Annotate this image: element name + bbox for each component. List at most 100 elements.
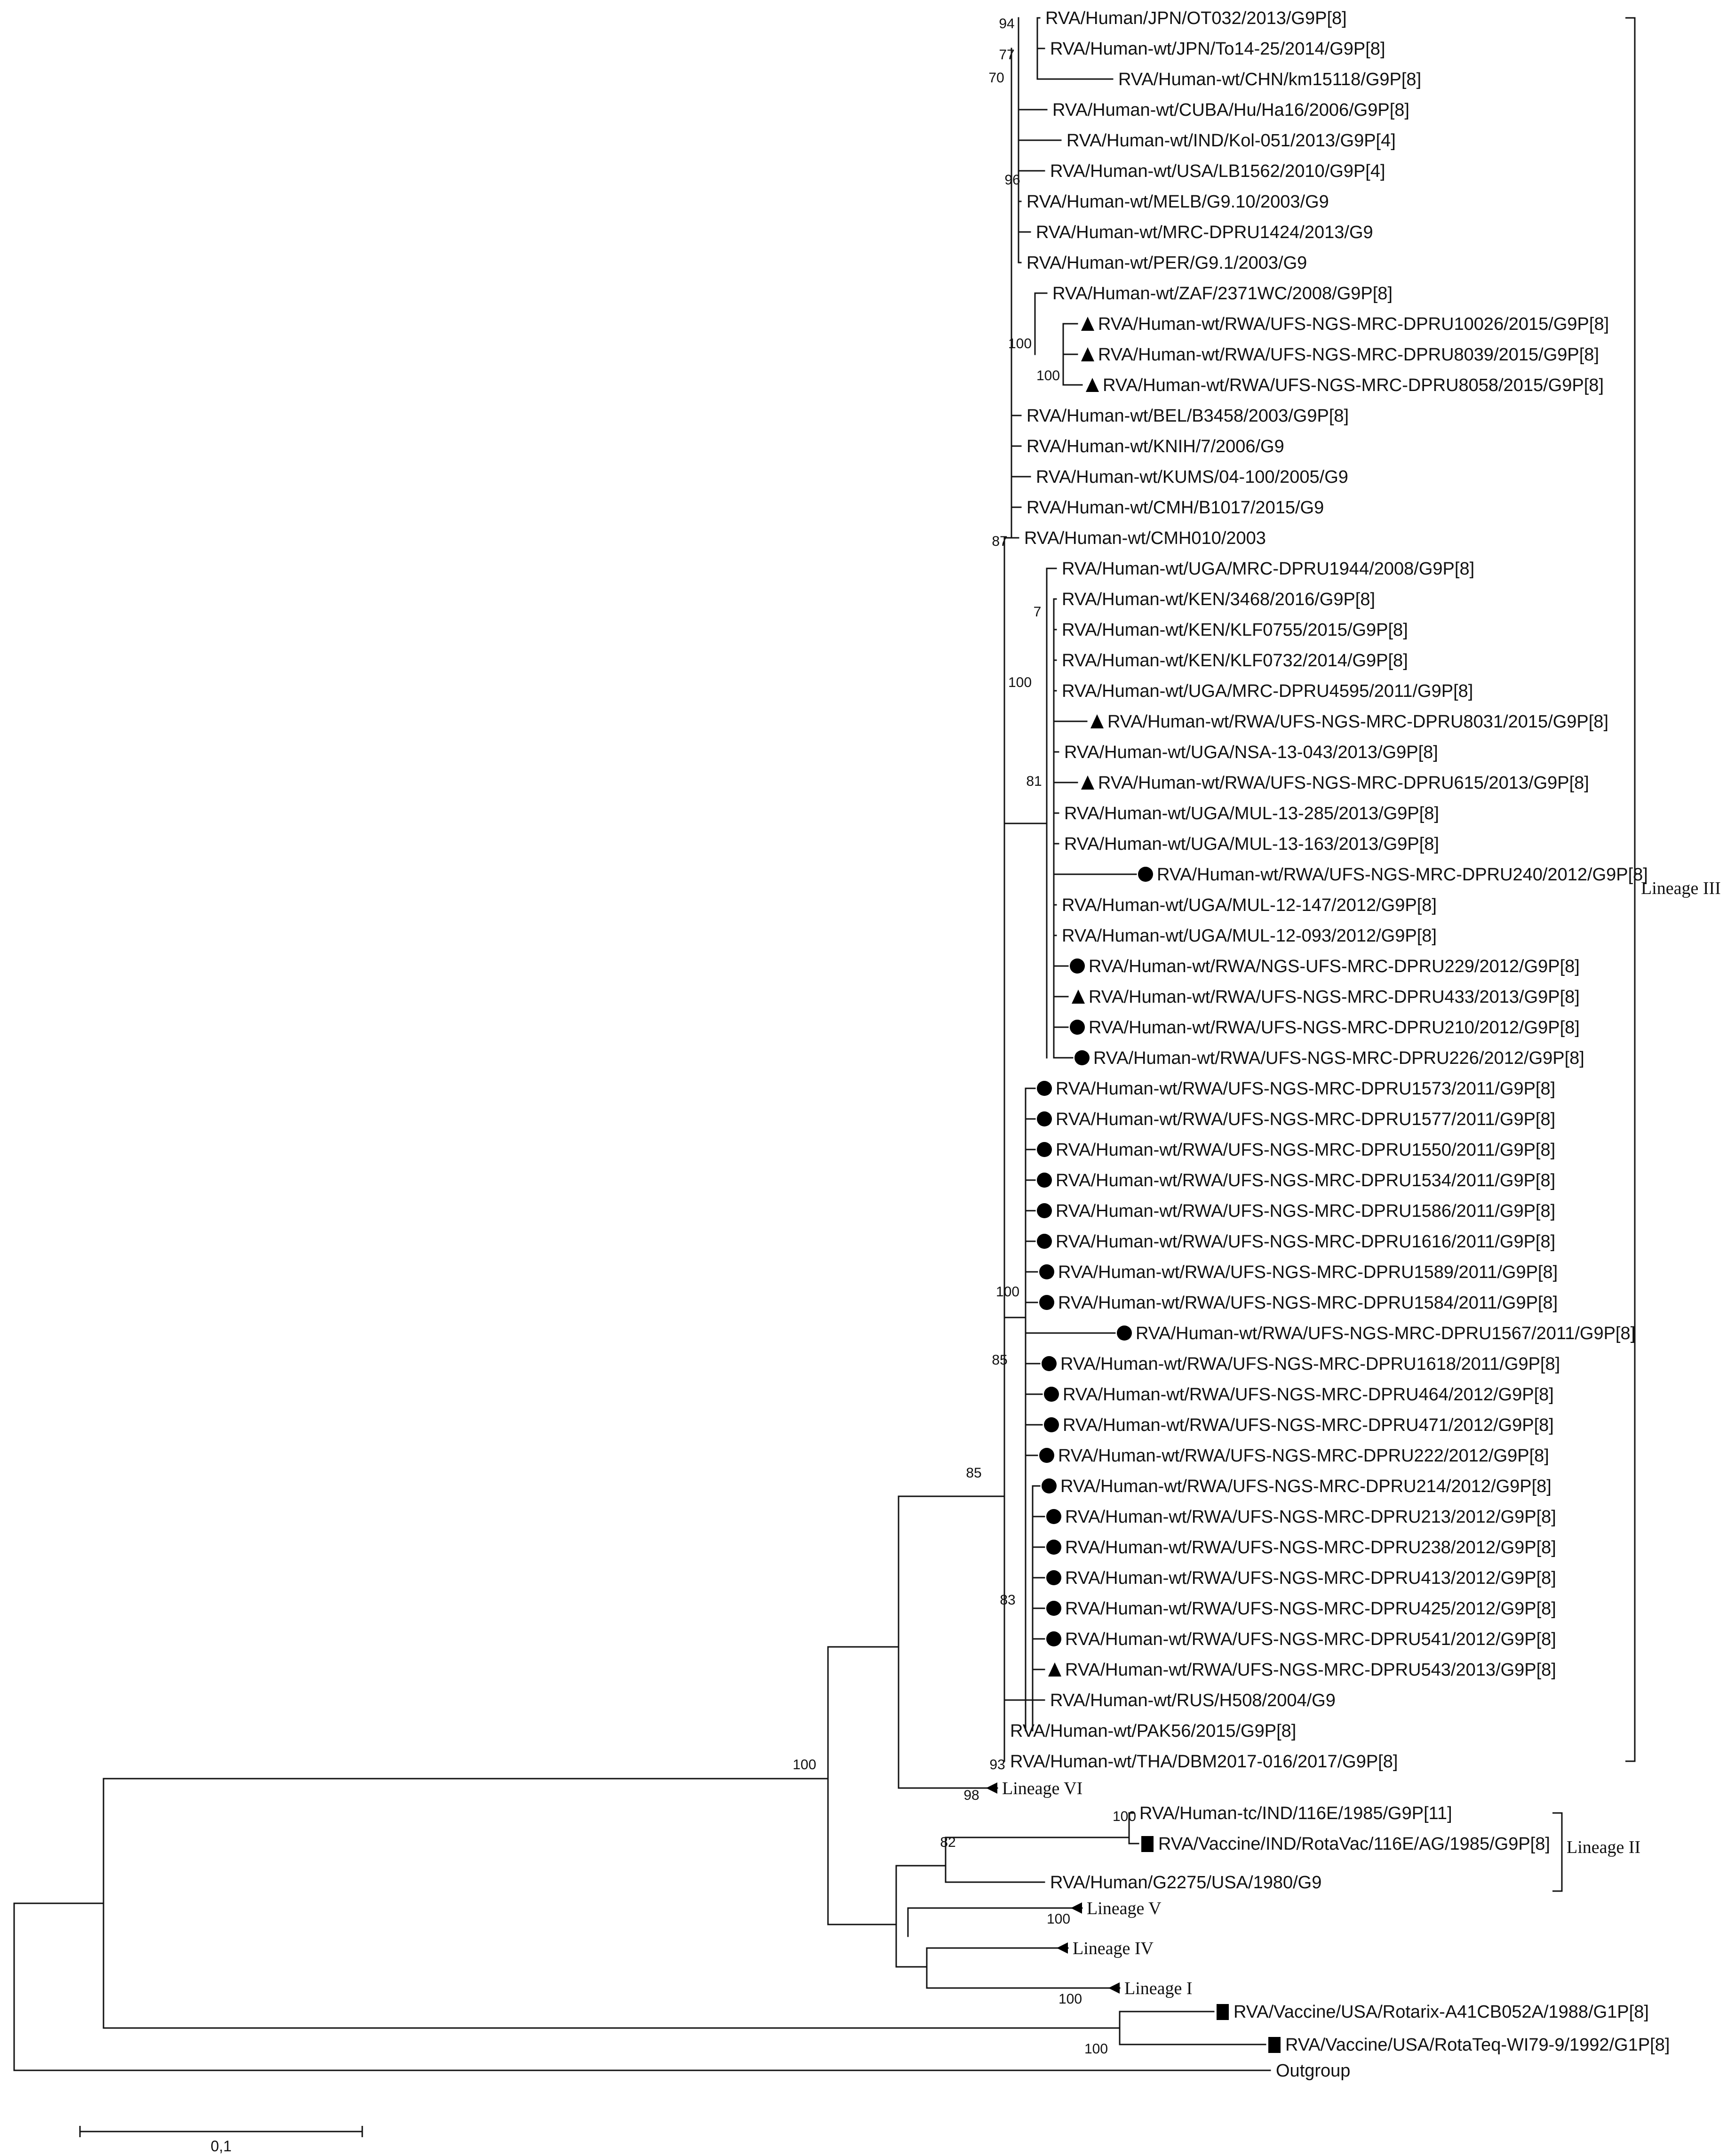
taxon-label: RVA/Human-wt/RWA/UFS-NGS-MRC-DPRU226/201… [1093, 1048, 1584, 1068]
circle-marker [1037, 1142, 1052, 1157]
taxon-label: RVA/Human-wt/RUS/H508/2004/G9 [1050, 1691, 1336, 1710]
taxon-label: RVA/Human-wt/RWA/UFS-NGS-MRC-DPRU425/201… [1065, 1599, 1556, 1619]
bootstrap-value: 100 [1059, 1991, 1082, 2007]
taxon-label: RVA/Vaccine/IND/RotaVac/116E/AG/1985/G9P… [1158, 1834, 1550, 1854]
collapsed-lineage-label: Lineage V [1087, 1899, 1162, 1918]
bootstrap-value: 85 [992, 1352, 1007, 1368]
bootstrap-labels: 9477709610010087710081100858583931009810… [793, 16, 1136, 2057]
lineage-ii-label: Lineage II [1567, 1837, 1640, 1857]
lineage-iii-label: Lineage III [1641, 878, 1721, 898]
taxon-label: RVA/Human/G2275/USA/1980/G9 [1050, 1873, 1321, 1892]
triangle-marker [1048, 1662, 1061, 1677]
taxon-label: RVA/Human-wt/UGA/MUL-13-285/2013/G9P[8] [1064, 804, 1439, 823]
bootstrap-value: 85 [966, 1465, 981, 1481]
bootstrap-value: 100 [1113, 1809, 1136, 1824]
taxon-label: RVA/Human-wt/MELB/G9.10/2003/G9 [1027, 192, 1329, 212]
circle-marker [1042, 1478, 1057, 1493]
taxon-label: RVA/Human-wt/IND/Kol-051/2013/G9P[4] [1066, 131, 1396, 151]
bootstrap-value: 7 [1034, 604, 1042, 620]
bootstrap-value: 70 [988, 70, 1004, 86]
taxon-label: RVA/Human-wt/RWA/UFS-NGS-MRC-DPRU1567/20… [1136, 1324, 1635, 1343]
taxon-label: RVA/Human-wt/KEN/KLF0732/2014/G9P[8] [1062, 651, 1408, 671]
square-marker [1268, 2037, 1281, 2053]
collapsed-lineage-label: Lineage VI [1002, 1779, 1082, 1798]
circle-marker [1046, 1509, 1061, 1524]
taxon-label: RVA/Human-wt/THA/DBM2017-016/2017/G9P[8] [1010, 1752, 1398, 1772]
circle-marker [1039, 1295, 1054, 1310]
circle-marker [1037, 1234, 1052, 1249]
circle-marker [1070, 958, 1085, 974]
collapsed-lineage-label: Lineage I [1124, 1979, 1193, 1998]
taxon-label: RVA/Human-wt/RWA/UFS-NGS-MRC-DPRU1616/20… [1056, 1232, 1555, 1252]
collapsed-clade-triangle [1108, 1982, 1120, 1994]
taxon-labels: RVA/Human/JPN/OT032/2013/G9P[8]RVA/Human… [1002, 8, 1670, 2081]
collapsed-clade-triangle [1057, 1942, 1068, 1954]
circle-marker [1037, 1173, 1052, 1188]
taxon-label: RVA/Human-wt/UGA/NSA-13-043/2013/G9P[8] [1064, 743, 1438, 762]
taxon-label: RVA/Human-wt/RWA/UFS-NGS-MRC-DPRU222/201… [1058, 1446, 1549, 1466]
taxon-label: RVA/Human-wt/RWA/UFS-NGS-MRC-DPRU238/201… [1065, 1538, 1556, 1557]
taxon-label: RVA/Human-wt/UGA/MUL-12-093/2012/G9P[8] [1062, 926, 1437, 946]
circle-marker [1046, 1631, 1061, 1646]
bootstrap-value: 100 [1084, 2041, 1108, 2057]
taxon-label: RVA/Human-wt/MRC-DPRU1424/2013/G9 [1036, 223, 1373, 242]
collapsed-clade-triangle [1071, 1902, 1082, 1914]
bootstrap-value: 82 [940, 1835, 955, 1850]
square-marker [1217, 2004, 1229, 2020]
taxon-label: RVA/Human-wt/RWA/UFS-NGS-MRC-DPRU10026/2… [1098, 314, 1609, 334]
taxon-label: RVA/Human-wt/RWA/UFS-NGS-MRC-DPRU541/201… [1065, 1629, 1556, 1649]
circle-marker [1042, 1356, 1057, 1371]
bootstrap-value: 100 [1008, 336, 1032, 351]
taxon-label: RVA/Human-wt/RWA/UFS-NGS-MRC-DPRU1550/20… [1056, 1140, 1555, 1160]
tree-branches [13, 17, 1271, 2071]
scale-bar-label: 0,1 [211, 2138, 231, 2155]
taxon-label: Outgroup [1276, 2061, 1350, 2081]
taxon-label: RVA/Human-wt/RWA/UFS-NGS-MRC-DPRU240/201… [1157, 865, 1648, 885]
taxon-label: RVA/Human-wt/RWA/UFS-NGS-MRC-DPRU1577/20… [1056, 1110, 1555, 1129]
collapsed-lineage-label: Lineage IV [1073, 1939, 1154, 1958]
circle-marker [1046, 1540, 1061, 1555]
taxon-label: RVA/Human-wt/RWA/UFS-NGS-MRC-DPRU543/201… [1065, 1660, 1556, 1680]
lineage-iii-bracket: Lineage III [1625, 17, 1721, 1762]
taxon-label: RVA/Human-wt/RWA/UFS-NGS-MRC-DPRU1586/20… [1056, 1201, 1555, 1221]
taxon-label: RVA/Human-wt/RWA/UFS-NGS-MRC-DPRU1618/20… [1060, 1354, 1560, 1374]
taxon-label: RVA/Human-wt/RWA/UFS-NGS-MRC-DPRU8031/20… [1107, 712, 1608, 732]
taxon-label: RVA/Human-wt/CHN/km15118/G9P[8] [1118, 70, 1421, 89]
circle-marker [1044, 1417, 1059, 1432]
bootstrap-value: 100 [1036, 368, 1060, 383]
taxon-label: RVA/Human-wt/RWA/UFS-NGS-MRC-DPRU1573/20… [1056, 1079, 1555, 1099]
triangle-marker [1081, 317, 1094, 331]
circle-marker [1039, 1448, 1054, 1463]
taxon-label: RVA/Human-wt/USA/LB1562/2010/G9P[4] [1050, 161, 1385, 181]
bootstrap-value: 100 [793, 1757, 816, 1773]
taxon-label: RVA/Human-wt/RWA/UFS-NGS-MRC-DPRU433/201… [1089, 987, 1580, 1007]
taxon-label: RVA/Human-wt/CMH/B1017/2015/G9 [1027, 498, 1324, 518]
bootstrap-value: 81 [1026, 774, 1042, 789]
scale-bar: 0,1 [79, 2126, 363, 2155]
bootstrap-value: 83 [1000, 1592, 1015, 1608]
triangle-marker [1090, 714, 1104, 728]
bootstrap-value: 100 [1008, 675, 1032, 690]
circle-marker [1037, 1081, 1052, 1096]
taxon-label: RVA/Vaccine/USA/Rotarix-A41CB052A/1988/G… [1234, 2002, 1649, 2022]
taxon-label: RVA/Human-wt/KEN/KLF0755/2015/G9P[8] [1062, 620, 1408, 640]
taxon-label: RVA/Human-wt/UGA/MRC-DPRU4595/2011/G9P[8… [1062, 681, 1473, 701]
circle-marker [1046, 1570, 1061, 1585]
taxon-label: RVA/Vaccine/USA/RotaTeq-WI79-9/1992/G1P[… [1285, 2035, 1670, 2055]
taxon-label: RVA/Human-wt/KNIH/7/2006/G9 [1027, 437, 1284, 456]
taxon-label: RVA/Human-wt/KEN/3468/2016/G9P[8] [1062, 590, 1375, 609]
bootstrap-value: 87 [992, 534, 1007, 549]
taxon-label: RVA/Human-wt/UGA/MUL-12-147/2012/G9P[8] [1062, 895, 1437, 915]
taxon-label: RVA/Human-wt/RWA/UFS-NGS-MRC-DPRU214/201… [1060, 1477, 1552, 1496]
taxon-label: RVA/Human-wt/RWA/UFS-NGS-MRC-DPRU471/201… [1063, 1415, 1554, 1435]
taxon-label: RVA/Human-wt/CUBA/Hu/Ha16/2006/G9P[8] [1052, 100, 1409, 120]
circle-marker [1138, 867, 1153, 882]
triangle-marker [1081, 347, 1094, 361]
triangle-marker [1086, 378, 1099, 392]
bootstrap-value: 96 [1004, 172, 1020, 188]
taxon-label: RVA/Human-wt/BEL/B3458/2003/G9P[8] [1027, 406, 1349, 426]
taxon-label: RVA/Human-wt/KUMS/04-100/2005/G9 [1036, 467, 1348, 487]
taxon-label: RVA/Human-wt/PAK56/2015/G9P[8] [1010, 1721, 1296, 1741]
taxon-markers [986, 317, 1281, 2053]
taxon-label: RVA/Human-wt/RWA/UFS-NGS-MRC-DPRU8058/20… [1103, 375, 1604, 395]
